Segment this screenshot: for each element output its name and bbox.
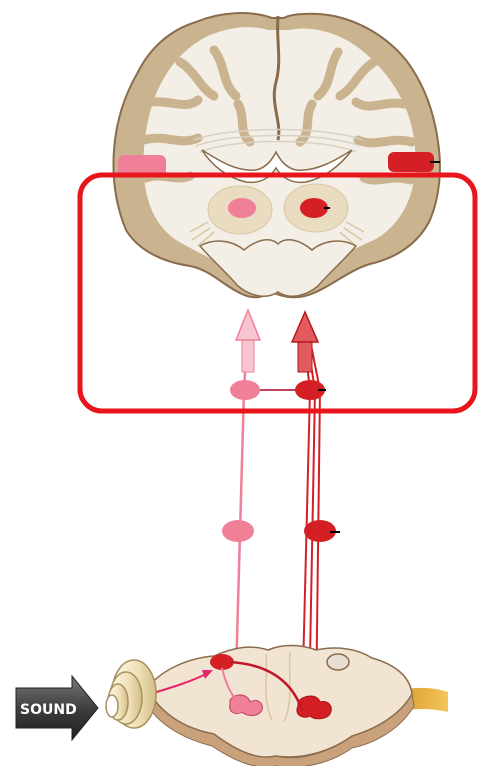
right-auditory-cortex — [388, 152, 434, 172]
cochlea-icon — [106, 660, 156, 728]
right-medial-geniculate-nucleus — [300, 198, 328, 218]
sound-label: SOUND — [20, 702, 77, 718]
brain-lower-lobes — [200, 240, 356, 297]
brainstem-grey-nucleus — [327, 654, 349, 670]
left-lateral-lemniscus-nucleus — [222, 520, 254, 542]
brainstem-section — [130, 646, 448, 766]
left-inferior-colliculus — [230, 380, 260, 400]
light-pathway-arrow — [236, 310, 260, 372]
sound-arrow-icon: SOUND — [16, 676, 98, 740]
brain-coronal-section — [114, 13, 441, 297]
left-medial-geniculate-nucleus — [228, 198, 256, 218]
